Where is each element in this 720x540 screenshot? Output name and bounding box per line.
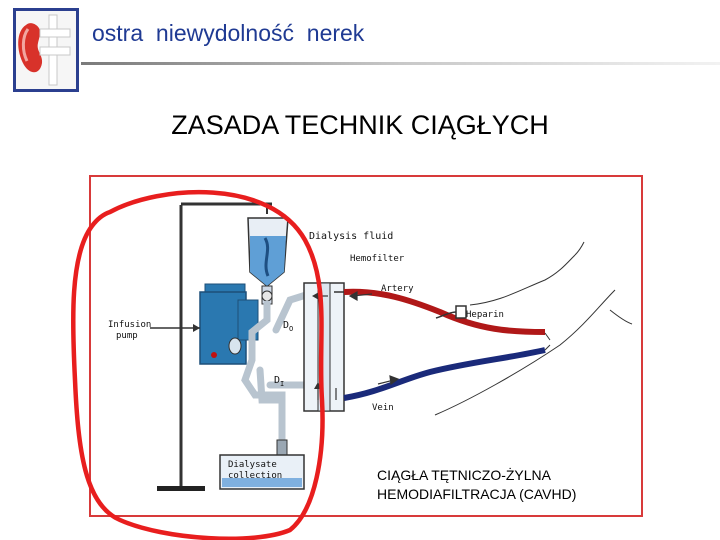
caption-line-2: HEMODIAFILTRACJA (CAVHD) <box>377 485 576 504</box>
diagram-caption: CIĄGŁA TĘTNICZO-ŻYLNA HEMODIAFILTRACJA (… <box>377 466 576 504</box>
label-dialysate-1: Dialysate <box>228 460 277 470</box>
caption-line-1: CIĄGŁA TĘTNICZO-ŻYLNA <box>377 466 576 485</box>
label-dialysate-2: collection <box>228 471 282 481</box>
label-artery: Artery <box>381 284 414 294</box>
patient-arm <box>435 242 632 415</box>
label-heparin: Heparin <box>466 310 504 320</box>
flow-arrows <box>350 292 398 384</box>
label-dialysis-fluid: Dialysis fluid <box>309 231 393 242</box>
dialysis-fluid-bag <box>248 205 288 304</box>
label-hemofilter: Hemofilter <box>350 254 405 264</box>
hemofilter <box>304 283 346 411</box>
label-vein: Vein <box>372 403 394 413</box>
label-do: DO <box>283 320 293 333</box>
label-infusion-pump-1: Infusion <box>108 320 151 330</box>
infusion-pump <box>150 284 258 364</box>
artery-line <box>344 292 545 332</box>
label-infusion-pump-2: pump <box>116 331 138 341</box>
